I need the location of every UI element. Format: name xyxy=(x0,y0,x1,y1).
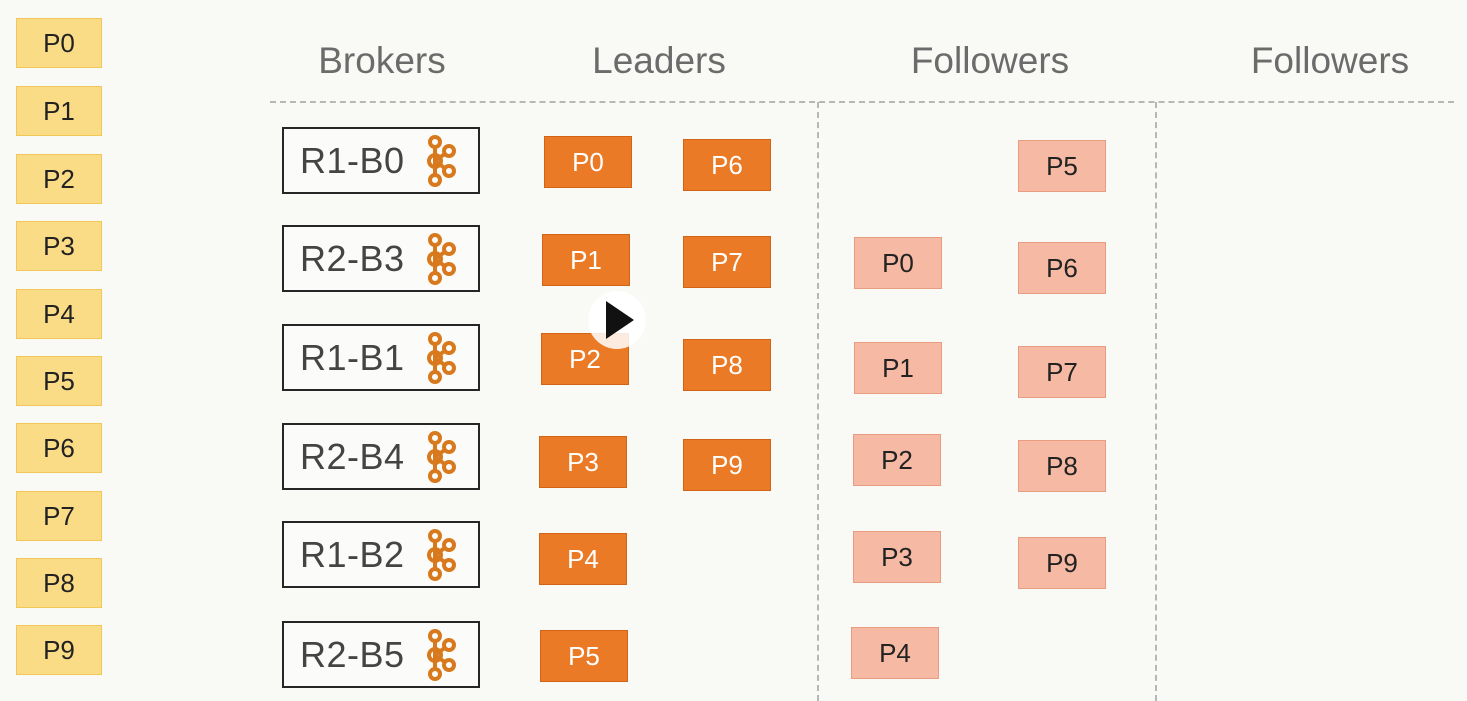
follower-tile: P3 xyxy=(853,531,941,583)
follower-tile: P9 xyxy=(1018,537,1106,589)
play-icon xyxy=(606,301,634,339)
leader-tile: P6 xyxy=(683,139,771,191)
partition-item: P4 xyxy=(16,289,102,339)
leader-tile: P8 xyxy=(683,339,771,391)
leaders-header: Leaders xyxy=(592,40,726,81)
broker-box: R1-B1 xyxy=(282,324,480,391)
broker-box: R2-B3 xyxy=(282,225,480,292)
follower-tile: P4 xyxy=(851,627,939,679)
follower-tile: P7 xyxy=(1018,346,1106,398)
partition-item: P6 xyxy=(16,423,102,473)
follower-tile: P6 xyxy=(1018,242,1106,294)
leader-tile: P5 xyxy=(540,630,628,682)
leader-tile: P4 xyxy=(539,533,627,585)
followers-header-2: Followers xyxy=(1250,40,1410,81)
header-divider xyxy=(270,101,1454,103)
follower-tile: P1 xyxy=(854,342,942,394)
column-divider xyxy=(817,102,819,701)
leader-tile: P3 xyxy=(539,436,627,488)
partition-item: P1 xyxy=(16,86,102,136)
partition-item: P7 xyxy=(16,491,102,541)
kafka-icon xyxy=(426,232,456,285)
leader-tile: P0 xyxy=(544,136,632,188)
kafka-icon xyxy=(426,528,456,581)
partition-item: P8 xyxy=(16,558,102,608)
broker-name: R1-B0 xyxy=(300,139,405,181)
broker-name: R2-B5 xyxy=(300,633,405,675)
brokers-header: Brokers xyxy=(318,40,446,81)
follower-tile: P0 xyxy=(854,237,942,289)
follower-tile: P2 xyxy=(853,434,941,486)
broker-name: R1-B1 xyxy=(300,336,405,378)
leader-tile: P7 xyxy=(683,236,771,288)
broker-name: R1-B2 xyxy=(300,533,405,575)
follower-tile: P8 xyxy=(1018,440,1106,492)
broker-box: R1-B0 xyxy=(282,127,480,194)
kafka-icon xyxy=(426,628,456,681)
leader-tile: P9 xyxy=(683,439,771,491)
play-button[interactable] xyxy=(588,291,646,349)
followers-header-1: Followers xyxy=(910,40,1070,81)
kafka-icon xyxy=(426,331,456,384)
partition-item: P2 xyxy=(16,154,102,204)
broker-box: R2-B4 xyxy=(282,423,480,490)
kafka-icon xyxy=(426,430,456,483)
kafka-icon xyxy=(426,134,456,187)
partition-item: P3 xyxy=(16,221,102,271)
partition-item: P0 xyxy=(16,18,102,68)
broker-box: R2-B5 xyxy=(282,621,480,688)
follower-tile: P5 xyxy=(1018,140,1106,192)
column-divider xyxy=(1155,102,1157,701)
broker-name: R2-B3 xyxy=(300,237,405,279)
broker-box: R1-B2 xyxy=(282,521,480,588)
leader-tile: P1 xyxy=(542,234,630,286)
partition-item: P5 xyxy=(16,356,102,406)
broker-name: R2-B4 xyxy=(300,435,405,477)
partition-item: P9 xyxy=(16,625,102,675)
